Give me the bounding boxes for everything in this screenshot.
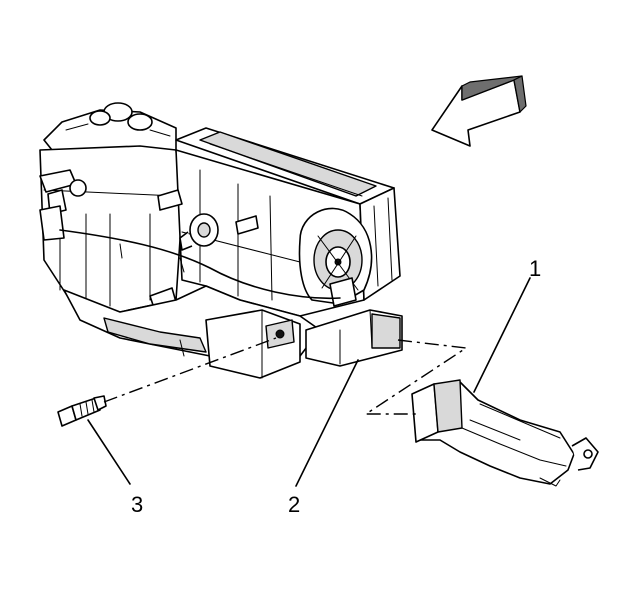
callout-1-leader: [473, 277, 531, 393]
fastener-alignment-line: [103, 337, 277, 403]
fastener-part: [57, 395, 107, 427]
callout-2-label: 2: [288, 492, 300, 517]
duct-alignment-line: [363, 339, 468, 415]
callout-3-leader: [87, 419, 131, 485]
heater-housing: [39, 102, 403, 379]
air-duct-part: [411, 379, 599, 487]
callout-2-leader: [295, 359, 359, 487]
callout-1-label: 1: [529, 256, 541, 281]
direction-arrow-icon: [431, 75, 527, 147]
callout-3-label: 3: [131, 492, 143, 517]
